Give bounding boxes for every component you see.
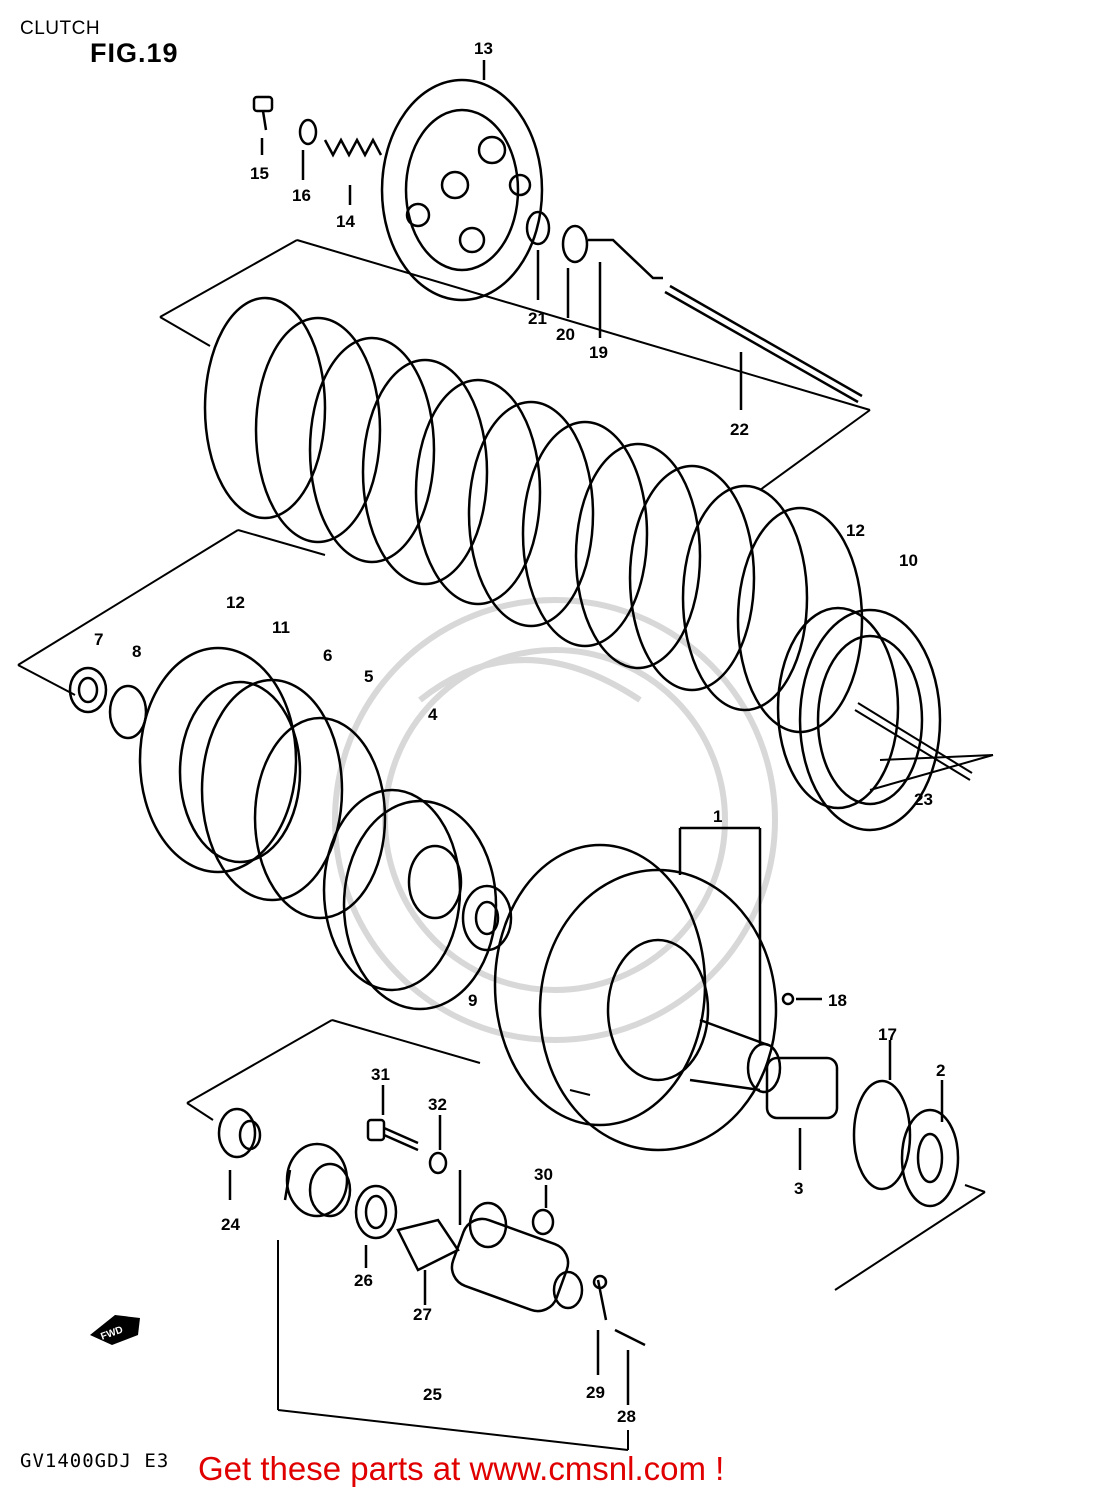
callout-20: 20 bbox=[556, 325, 575, 344]
callout-30: 30 bbox=[534, 1165, 553, 1184]
callout-29: 29 bbox=[586, 1383, 605, 1402]
callout-5: 5 bbox=[364, 667, 373, 686]
parts-shop-link[interactable]: Get these parts at www.cmsnl.com ! bbox=[198, 1450, 725, 1487]
hub-plate-group bbox=[68, 646, 387, 920]
clutch-hub-group bbox=[322, 788, 513, 1011]
callout-32: 32 bbox=[428, 1095, 447, 1114]
callout-27: 27 bbox=[413, 1305, 432, 1324]
model-code: GV1400GDJ E3 bbox=[20, 1450, 170, 1472]
callout-7: 7 bbox=[94, 630, 103, 649]
callout-28: 28 bbox=[617, 1407, 636, 1426]
callout-12-left: 12 bbox=[226, 593, 245, 612]
release-cylinder-frame bbox=[186, 1019, 986, 1451]
callout-22: 22 bbox=[730, 420, 749, 439]
fwd-arrow-icon bbox=[90, 1315, 140, 1345]
callout-3: 3 bbox=[794, 1179, 803, 1198]
callout-15: 15 bbox=[250, 164, 269, 183]
rod-23 bbox=[854, 702, 973, 781]
callout-13: 13 bbox=[474, 39, 493, 58]
callout-labels: 13 15 16 14 21 20 19 22 12 10 12 11 7 8 … bbox=[94, 39, 945, 1426]
callout-18: 18 bbox=[828, 991, 847, 1010]
callout-6: 6 bbox=[323, 646, 332, 665]
pressure-plate-group bbox=[252, 60, 863, 410]
callout-17: 17 bbox=[878, 1025, 897, 1044]
callout-21: 21 bbox=[528, 309, 547, 328]
callout-24: 24 bbox=[221, 1215, 240, 1234]
callout-16: 16 bbox=[292, 186, 311, 205]
callout-2: 2 bbox=[936, 1061, 945, 1080]
callout-31: 31 bbox=[371, 1065, 390, 1084]
callout-10: 10 bbox=[899, 551, 918, 570]
clutch-housing-group bbox=[493, 826, 960, 1208]
page-title: CLUTCH bbox=[20, 18, 101, 39]
callout-1: 1 bbox=[713, 807, 722, 826]
clutch-plate-stack bbox=[203, 296, 942, 832]
callout-25: 25 bbox=[423, 1385, 442, 1404]
release-cylinder-group bbox=[217, 1085, 646, 1405]
callout-9: 9 bbox=[468, 991, 477, 1010]
callout-12-right: 12 bbox=[846, 521, 865, 540]
figure-label: FIG.19 bbox=[90, 38, 179, 68]
callout-4: 4 bbox=[428, 705, 438, 724]
callout-8: 8 bbox=[132, 642, 141, 661]
plate-stack-frame bbox=[17, 239, 994, 791]
callout-23: 23 bbox=[914, 790, 933, 809]
watermark-logo bbox=[332, 597, 778, 1043]
callout-26: 26 bbox=[354, 1271, 373, 1290]
callout-11: 11 bbox=[272, 618, 290, 637]
callout-19: 19 bbox=[589, 343, 608, 362]
callout-14: 14 bbox=[336, 212, 355, 231]
